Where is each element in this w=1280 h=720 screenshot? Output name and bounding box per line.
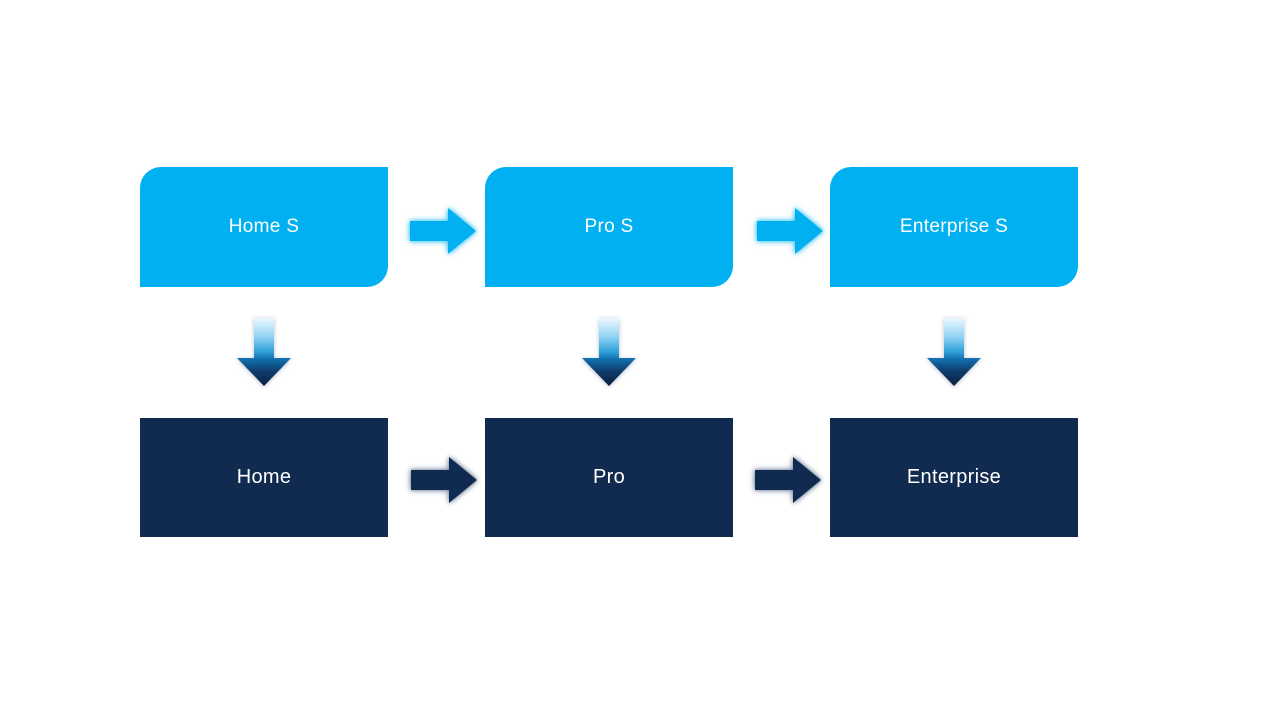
box-home: Home [140,418,388,537]
box-home-s-label: Home S [228,216,300,237]
box-pro-label: Pro [592,466,626,488]
down-arrow-icon [237,318,291,386]
right-arrow-icon [755,457,821,503]
down-arrow-icon [582,318,636,386]
box-enterprise: Enterprise [830,418,1078,537]
box-home-label: Home [236,466,292,488]
right-arrow-icon [411,457,477,503]
box-pro: Pro [485,418,733,537]
box-pro-s: Pro S [485,167,733,287]
box-enterprise-s: Enterprise S [830,167,1078,287]
box-enterprise-label: Enterprise [906,466,1002,488]
box-enterprise-s-label: Enterprise S [899,216,1009,237]
box-home-s: Home S [140,167,388,287]
right-arrow-icon [757,208,823,254]
right-arrow-icon [410,208,476,254]
box-pro-s-label: Pro S [584,216,634,237]
down-arrow-icon [927,318,981,386]
